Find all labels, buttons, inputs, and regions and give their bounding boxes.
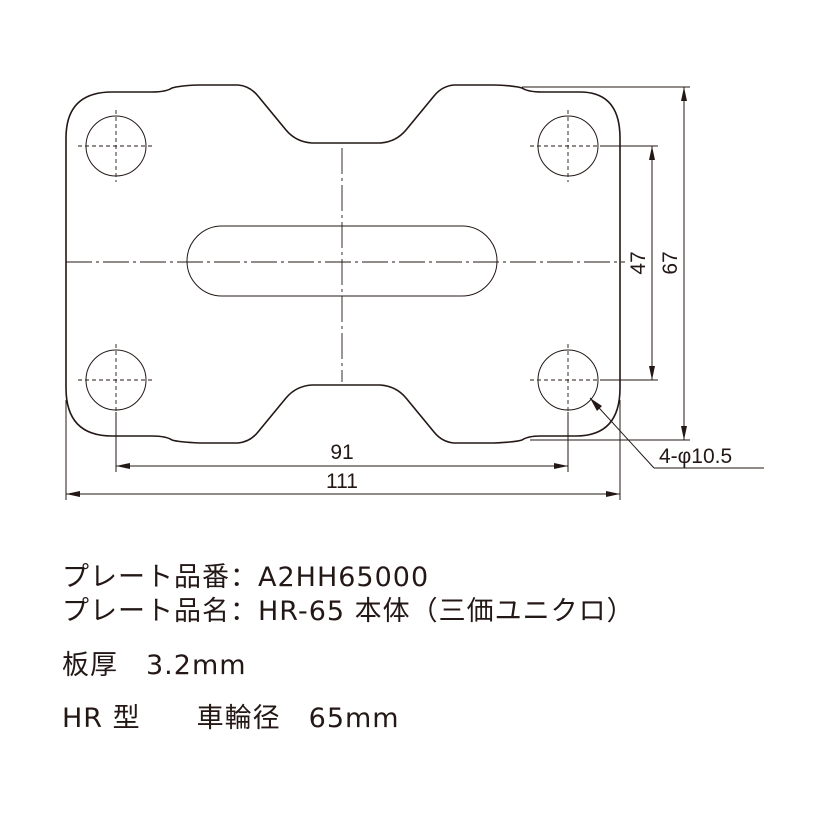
dimension-hole-pitch-width: 91 xyxy=(115,412,569,472)
mounting-hole-top-right xyxy=(530,110,606,182)
plate-thickness: 板厚 3.2mm xyxy=(62,650,247,681)
dimension-plate-height: 67 xyxy=(522,86,690,441)
plate-technical-drawing: 91 111 47 67 xyxy=(65,84,764,500)
dimension-91-label: 91 xyxy=(330,441,353,464)
hole-callout-label: 4-φ10.5 xyxy=(659,445,732,468)
plate-part-name: プレート品名：HR-65 本体（三価ユニクロ） xyxy=(62,596,635,627)
hole-callout: 4-φ10.5 xyxy=(589,397,764,469)
dimension-plate-width: 111 xyxy=(65,400,621,500)
mounting-hole-bottom-left xyxy=(78,344,154,416)
mounting-hole-bottom-right xyxy=(530,344,606,416)
dimension-111-label: 111 xyxy=(326,470,358,493)
center-slot xyxy=(186,225,498,297)
dimension-67-label: 67 xyxy=(659,251,682,274)
mounting-hole-top-left xyxy=(78,110,154,182)
model-wheel-diameter: HR 型 車輪径 65mm xyxy=(62,703,400,734)
plate-part-number: プレート品番：A2HH65000 xyxy=(62,562,430,593)
plate-outline xyxy=(65,84,621,444)
dimension-47-label: 47 xyxy=(627,251,650,274)
dimension-hole-pitch-height: 47 xyxy=(600,145,658,381)
